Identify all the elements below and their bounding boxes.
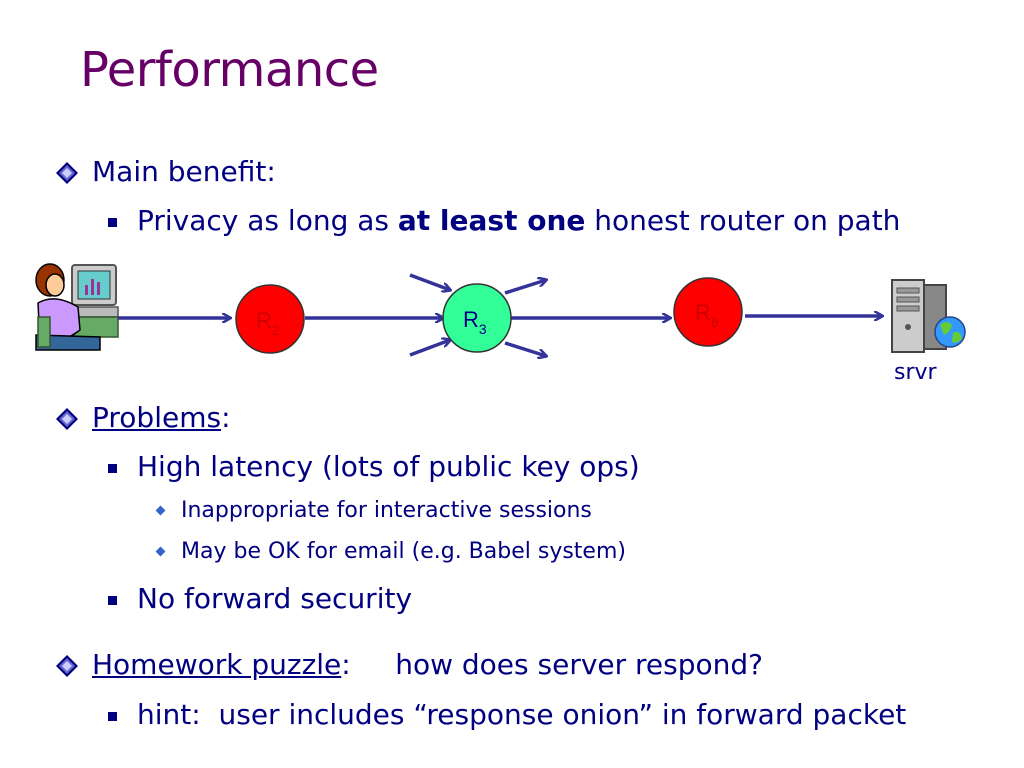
emphasis-at-least-one: at least one xyxy=(397,204,586,237)
arrow-incoming-bottom xyxy=(409,340,450,357)
small-diamond-bullet-icon xyxy=(155,546,166,557)
privacy-text: Privacy as long as at least one honest r… xyxy=(137,204,901,237)
homework-text: Homework puzzle: how does server respond… xyxy=(92,648,764,681)
slide-title: Performance xyxy=(80,42,379,98)
svg-text:R6: R6 xyxy=(695,300,719,330)
path-arrows xyxy=(118,273,882,357)
problems-label: Problems: xyxy=(92,401,231,434)
diamond-bullet-icon xyxy=(56,408,78,430)
forward-security-text: No forward security xyxy=(137,582,413,615)
problems-link: Problems xyxy=(92,401,222,434)
svg-text:R2: R2 xyxy=(256,308,280,338)
arrow-outgoing-bottom xyxy=(504,341,546,356)
globe-icon xyxy=(934,316,966,348)
square-bullet-icon xyxy=(108,596,117,605)
small-diamond-bullet-icon xyxy=(155,505,166,516)
server-label: srvr xyxy=(894,360,937,385)
arrow-outgoing-top xyxy=(504,280,546,295)
arrow-incoming-top xyxy=(409,273,450,290)
high-latency-text: High latency (lots of public key ops) xyxy=(137,450,640,483)
square-bullet-icon xyxy=(108,218,117,227)
homework-link: Homework puzzle xyxy=(92,648,342,681)
svg-text:R3: R3 xyxy=(463,307,487,337)
diamond-bullet-icon xyxy=(56,162,78,184)
user-computer-icon xyxy=(35,263,119,351)
email-text: May be OK for email (e.g. Babel system) xyxy=(181,539,626,564)
diamond-bullet-icon xyxy=(56,655,78,677)
router-r2: R2 xyxy=(235,284,305,354)
onion-routing-diagram: R2 R3 R6 xyxy=(35,263,966,385)
router-r6: R6 xyxy=(673,277,743,347)
main-benefit-label: Main benefit: xyxy=(92,155,276,188)
square-bullet-icon xyxy=(108,712,117,721)
hint-text: hint: user includes “response onion” in … xyxy=(137,698,907,731)
interactive-sessions-text: Inappropriate for interactive sessions xyxy=(181,498,592,523)
router-r3: R3 xyxy=(442,283,512,353)
square-bullet-icon xyxy=(108,464,117,473)
